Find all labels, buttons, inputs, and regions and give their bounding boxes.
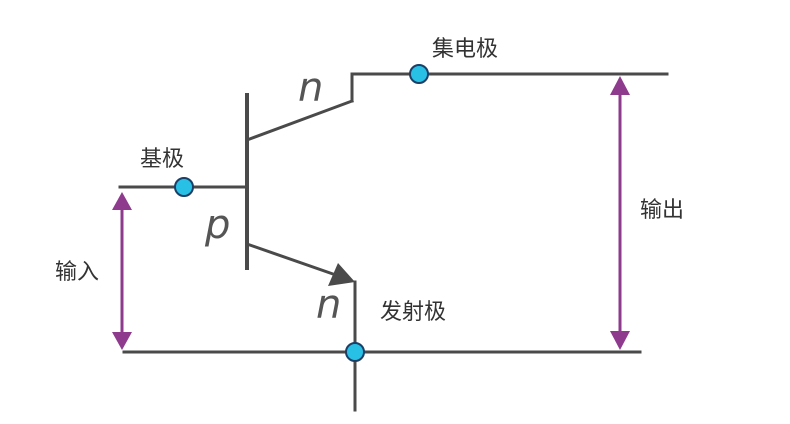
- input-label: 输入: [55, 260, 99, 285]
- emitter-arrow-icon: [328, 263, 355, 286]
- emitter-region-label: n: [316, 282, 341, 328]
- emitter-label: 发射极: [380, 300, 446, 325]
- collector-node: [409, 64, 429, 84]
- emitter-diagonal: [245, 242, 335, 276]
- collector-label: 集电极: [432, 37, 498, 62]
- output-arrow-up-icon: [610, 76, 630, 95]
- output-label: 输出: [640, 198, 684, 223]
- output-arrow-down-icon: [610, 331, 630, 350]
- emitter-node: [345, 342, 365, 362]
- input-arrow-down-icon: [112, 332, 132, 350]
- collector-diagonal: [245, 99, 354, 142]
- base-label: 基极: [140, 147, 184, 172]
- base-region-label: p: [204, 202, 230, 248]
- input-arrow-up-icon: [112, 192, 132, 210]
- collector-region-label: n: [298, 65, 323, 111]
- base-node: [174, 177, 194, 197]
